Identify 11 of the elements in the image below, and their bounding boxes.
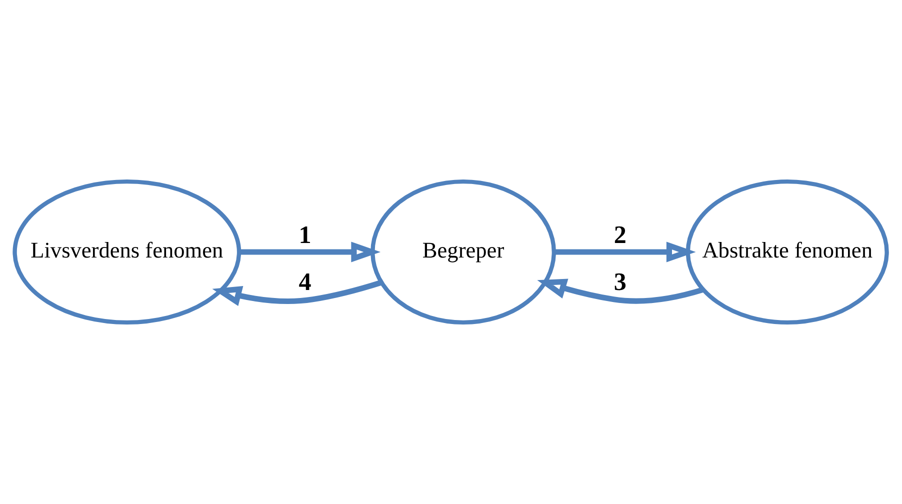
edge-label: 2 <box>614 222 626 249</box>
arrow <box>537 278 704 304</box>
edge-label: 3 <box>614 269 626 296</box>
arrow <box>554 242 696 262</box>
node-ellipse: Livsverdens fenomen <box>12 179 242 325</box>
arrow <box>212 280 382 306</box>
edge-label: 1 <box>298 222 312 249</box>
node-ellipse: Begreper <box>370 179 556 325</box>
node-ellipse: Abstrakte fenomen <box>686 179 889 325</box>
arrow <box>238 242 381 262</box>
edge-label: 4 <box>298 269 312 296</box>
